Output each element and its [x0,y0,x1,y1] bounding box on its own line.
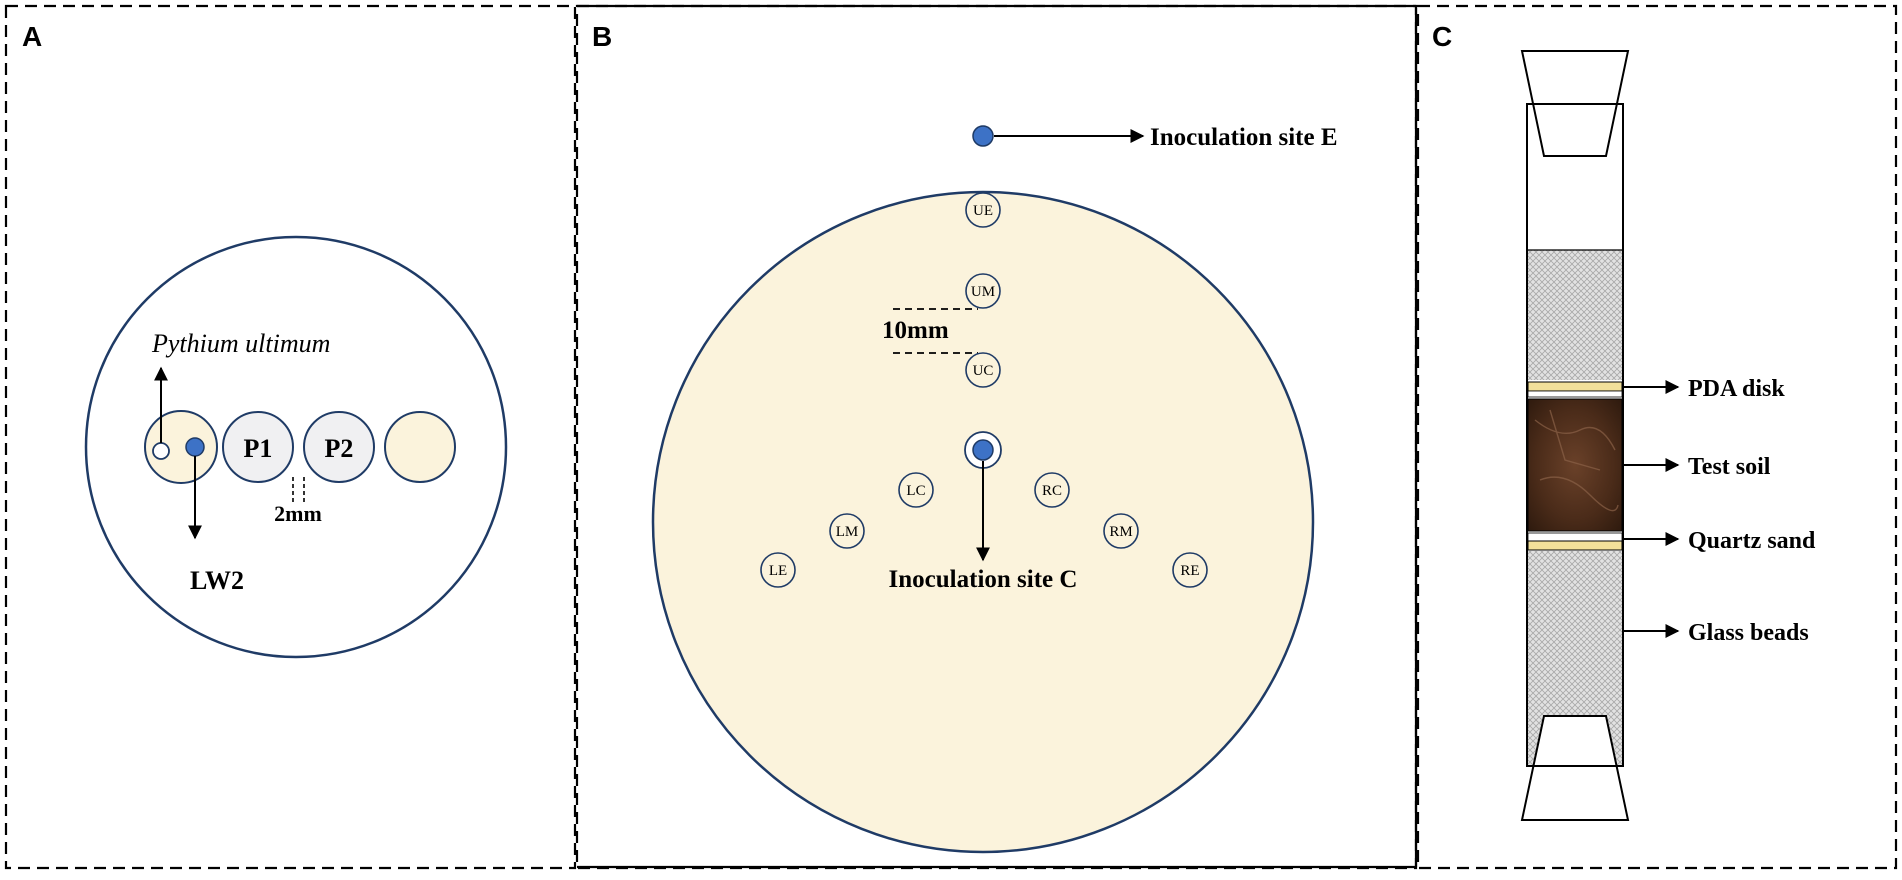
site-um-label: UM [971,284,995,300]
spacing-label: 10mm [882,317,949,344]
pathogen-label: Pythium ultimum [151,329,330,358]
test-soil-layer [1527,398,1623,532]
plug-p2 [303,411,375,483]
lw2-dot [185,437,205,457]
site-re-label: RE [1180,563,1199,579]
upper-glass-beads [1528,250,1622,380]
sampling-site-um: UM [965,273,1001,309]
sampling-site-rm: RM [1103,513,1139,549]
quartz-gap [1527,532,1623,542]
plug-empty [384,411,456,483]
site-rc-label: RC [1042,483,1062,499]
pda-gap [1527,390,1623,398]
sampling-site-lc: LC [898,472,934,508]
sampling-site-ue: UE [965,192,1001,228]
site-e-label: Inoculation site E [1150,124,1338,151]
gap-label: 2mm [274,501,322,526]
inoculum-plug [144,410,218,484]
bottom-stopper [1520,715,1630,821]
panel-a-letter: A [22,21,42,52]
sampling-site-uc: UC [965,352,1001,388]
site-c-label: Inoculation site C [889,566,1078,593]
layer-label-soil: Test soil [1688,454,1771,480]
site-le-label: LE [769,563,787,579]
sampling-site-le: LE [760,552,796,588]
sampling-site-rc: RC [1034,472,1070,508]
panel-c-letter: C [1432,21,1452,52]
pathogen-dot [152,442,170,460]
site-lc-label: LC [906,483,925,499]
panel-a-frame [4,4,577,870]
p1-label: P1 [244,434,273,463]
petri-dish-a [84,235,508,659]
panel-c-column: PDA disk Test soil Quartz sand Glass bea… [1520,50,1816,821]
site-c-dot [972,439,994,461]
panel-b-dish: Inoculation site E Inoculation site C 10… [651,124,1338,854]
sampling-site-lm: LM [829,513,865,549]
sampling-site-re: RE [1172,552,1208,588]
site-lm-label: LM [836,524,859,540]
p2-label: P2 [325,434,354,463]
site-e-dot [972,125,994,147]
plug-p1 [222,411,294,483]
quartz-sand-layer [1527,540,1623,551]
site-ue-label: UE [973,203,993,219]
panel-b-letter: B [592,21,612,52]
layer-label-quartz: Quartz sand [1688,528,1816,554]
site-rm-label: RM [1109,524,1132,540]
layer-label-pda: PDA disk [1688,376,1785,402]
panel-a-dish: Pythium ultimum LW2 P1 P2 2mm [84,235,508,659]
layer-label-beads: Glass beads [1688,620,1809,646]
site-uc-label: UC [973,363,994,379]
pda-disk-layer [1527,381,1623,392]
lw2-label: LW2 [190,566,244,595]
panel-c-frame [1416,4,1898,870]
soil-veins [1534,409,1619,512]
